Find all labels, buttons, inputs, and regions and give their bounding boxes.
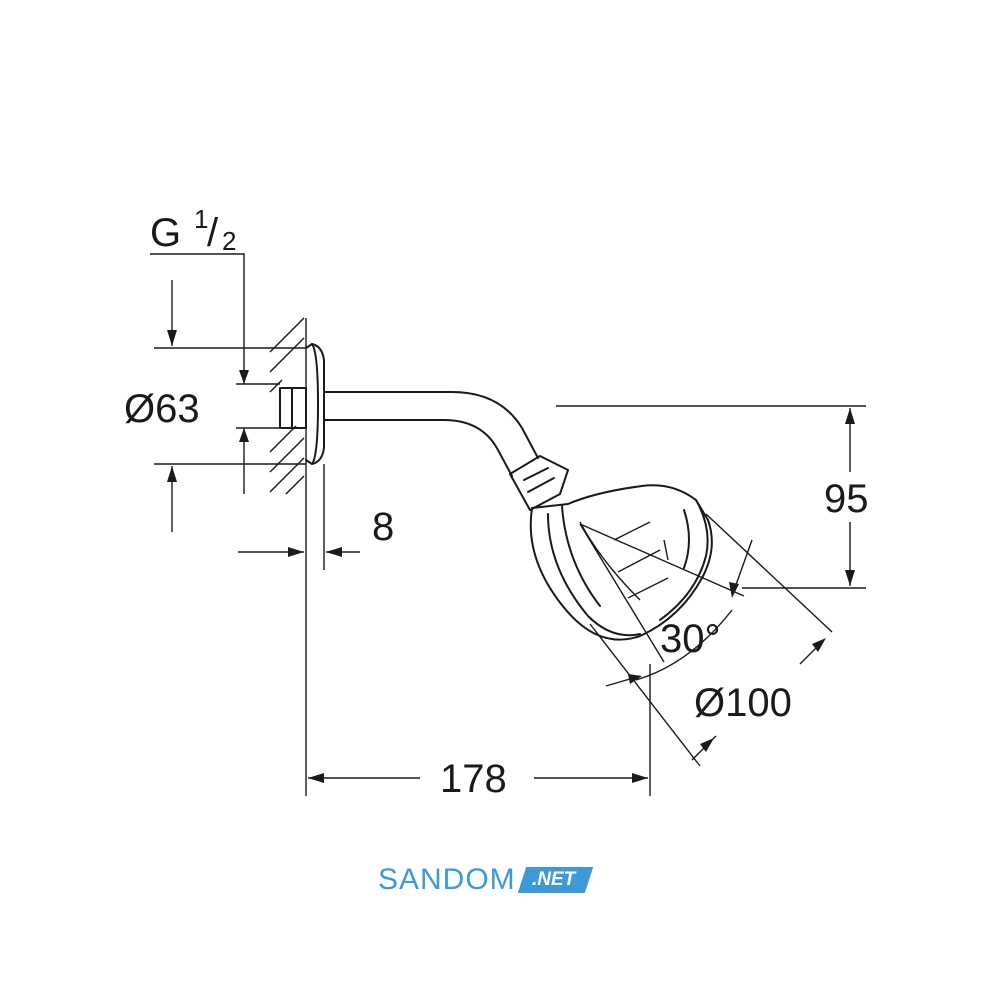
arrowheads	[167, 330, 855, 783]
spray-angle-lines	[579, 513, 833, 767]
sandom-logo: SANDOM .NET	[378, 862, 594, 898]
logo-tag: .NET	[517, 867, 594, 893]
thread-slash: /	[207, 211, 219, 255]
logo-main-text: SANDOM	[378, 863, 516, 896]
thread-numerator: 1	[194, 204, 208, 234]
thread-denominator: 2	[222, 226, 236, 256]
head-diameter-label: Ø100	[694, 681, 792, 725]
shower-arm	[323, 391, 539, 477]
wall-flange	[305, 343, 325, 465]
ball-joint	[509, 455, 569, 511]
logo-tag-text: .NET	[531, 869, 575, 890]
flange-diameter-label: Ø63	[124, 387, 200, 431]
connector-nipple	[279, 387, 307, 429]
flange-depth-label: 8	[372, 505, 394, 549]
projection-label: 178	[440, 757, 507, 801]
thread-prefix: G	[150, 211, 181, 255]
thread-label: G 1 / 2	[150, 204, 236, 256]
drop-height-label: 95	[824, 477, 869, 521]
spray-angle-label: 30°	[660, 617, 721, 661]
wall-hatch	[269, 317, 307, 495]
